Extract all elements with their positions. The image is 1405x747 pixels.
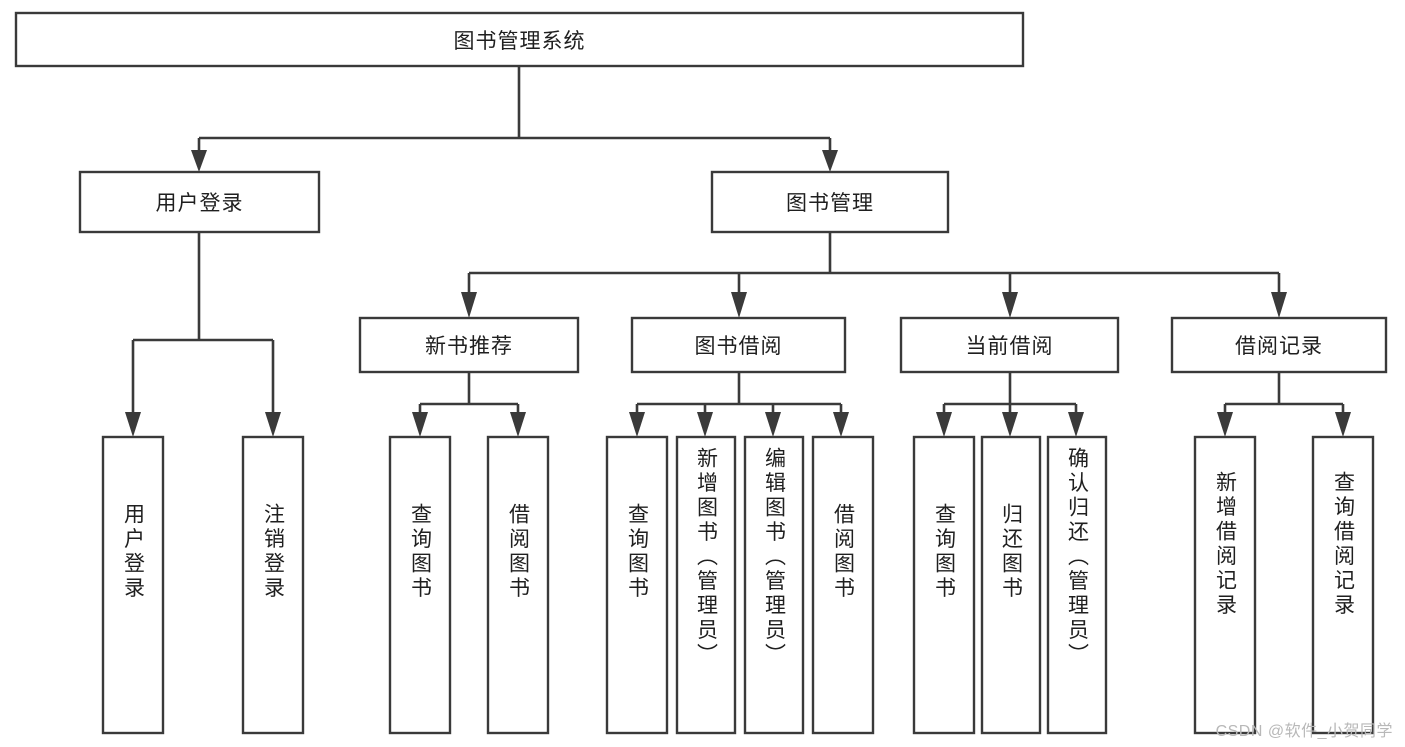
arrow-user-login-leaf0-icon — [125, 412, 141, 437]
arrow-current-borrow-leaf0-icon — [936, 412, 952, 437]
leaf-new-book-rec-1-box[interactable] — [486, 435, 550, 735]
node-book-borrow-box[interactable] — [630, 316, 847, 374]
leaf-user-login-1-box[interactable] — [241, 435, 305, 735]
arrow-to-current-borrow-icon — [1002, 292, 1018, 318]
node-book-manage-box[interactable] — [710, 170, 950, 234]
leaf-user-login-0-box[interactable] — [101, 435, 165, 735]
arrow-book-borrow-leaf3-icon — [833, 412, 849, 437]
node-new-book-rec-box[interactable] — [358, 316, 580, 374]
arrow-to-new-book-rec-icon — [461, 292, 477, 318]
arrow-current-borrow-leaf2-icon — [1068, 412, 1084, 437]
arrow-to-borrow-record-icon — [1271, 292, 1287, 318]
leaf-book-borrow-0-box[interactable] — [605, 435, 669, 735]
node-current-borrow-box[interactable] — [899, 316, 1120, 374]
leaf-borrow-record-0-box[interactable] — [1193, 435, 1257, 735]
arrow-borrow-record-leaf1-icon — [1335, 412, 1351, 437]
leaf-borrow-record-1-box[interactable] — [1311, 435, 1375, 735]
leaf-current-borrow-0-box[interactable] — [912, 435, 976, 735]
leaf-book-borrow-1-box[interactable] — [675, 435, 737, 735]
leaf-current-borrow-1-box[interactable] — [980, 435, 1042, 735]
arrow-book-borrow-leaf0-icon — [629, 412, 645, 437]
arrow-new-book-rec-leaf1-icon — [510, 412, 526, 437]
leaf-new-book-rec-0-box[interactable] — [388, 435, 452, 735]
arrow-current-borrow-leaf1-icon — [1002, 412, 1018, 437]
arrow-book-borrow-leaf1-icon — [697, 412, 713, 437]
arrow-book-borrow-leaf2-icon — [765, 412, 781, 437]
leaf-current-borrow-2-box[interactable] — [1046, 435, 1108, 735]
leaf-book-borrow-2-box[interactable] — [743, 435, 805, 735]
arrow-to-book-borrow-icon — [731, 292, 747, 318]
arrow-borrow-record-leaf0-icon — [1217, 412, 1233, 437]
arrow-new-book-rec-leaf0-icon — [412, 412, 428, 437]
node-user-login-box[interactable] — [78, 170, 321, 234]
watermark-text: CSDN @软件_小贺同学 — [1215, 723, 1393, 740]
node-root-box[interactable] — [14, 11, 1025, 68]
arrow-to-user-login-icon — [191, 150, 207, 172]
arrow-to-book-manage-icon — [822, 150, 838, 172]
node-borrow-record-box[interactable] — [1170, 316, 1388, 374]
leaf-book-borrow-3-box[interactable] — [811, 435, 875, 735]
arrow-user-login-leaf1-icon — [265, 412, 281, 437]
